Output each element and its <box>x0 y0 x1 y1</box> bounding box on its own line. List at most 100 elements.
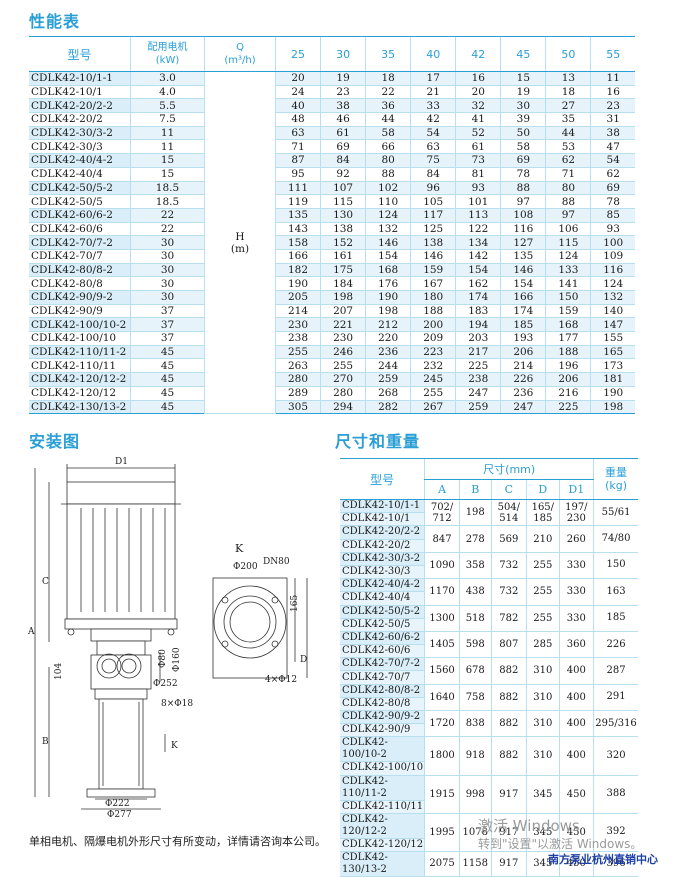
dims-value-d1: 450 <box>558 813 594 852</box>
perf-kw: 45 <box>130 386 205 401</box>
perf-head-value: 259 <box>455 400 501 415</box>
dims-value-d: 310 <box>526 736 560 776</box>
perf-head-value: 245 <box>410 372 456 387</box>
dims-value-b: 1158 <box>458 851 492 877</box>
dims-model: CDLK42-60/6-2 <box>340 631 425 646</box>
perf-head-value: 259 <box>365 372 411 387</box>
perf-head-value: 154 <box>500 276 546 291</box>
perf-head-value: 280 <box>320 386 366 401</box>
perf-head-value: 289 <box>274 386 321 401</box>
perf-head-value: 38 <box>590 126 635 141</box>
dims-model: CDLK42-70/7 <box>340 670 425 685</box>
activation-watermark-text: 转到"设置"以激活 Windows。 <box>478 837 643 851</box>
perf-head-value: 134 <box>455 235 501 250</box>
perf-kw: 30 <box>130 249 205 264</box>
dims-value-a: 1995 <box>424 813 460 852</box>
perf-head-value: 88 <box>545 194 591 209</box>
perf-head-value: 132 <box>590 290 635 305</box>
perf-head-value: 173 <box>590 358 635 374</box>
perf-head-value: 100 <box>590 235 635 250</box>
perf-kw: 11 <box>130 126 205 141</box>
perf-head-value: 16 <box>455 71 501 86</box>
perf-kw: 37 <box>130 304 205 319</box>
perf-head-value: 223 <box>410 345 456 360</box>
perf-head-value: 167 <box>410 276 456 291</box>
dims-model: CDLK42-30/3 <box>340 565 425 580</box>
dims-value-d: 255 <box>526 578 560 606</box>
perf-head-value: 142 <box>455 249 501 264</box>
dims-model: CDLK42-90/9 <box>340 723 425 738</box>
perf-head-value: 246 <box>320 345 366 360</box>
perf-head-value: 236 <box>365 345 411 360</box>
perf-head-value: 87 <box>274 153 321 168</box>
dims-value-d1: 330 <box>558 552 594 580</box>
perf-head-value: 238 <box>455 372 501 387</box>
perf-model: CDLK42-40/4 <box>29 167 131 182</box>
perf-head-value: 115 <box>320 194 366 209</box>
col-model: 型号 <box>29 36 131 72</box>
perf-head-value: 132 <box>365 222 411 237</box>
perf-head-value: 190 <box>274 276 321 291</box>
dim-b-label: B <box>42 737 49 747</box>
perf-head-value: 30 <box>500 98 546 114</box>
dims-row: CDLK42-10/1 <box>340 512 638 527</box>
dims-row: CDLK42-120/12 <box>340 838 638 852</box>
perf-head-value: 198 <box>590 400 635 415</box>
dims-value-a: 1915 <box>424 775 460 814</box>
perf-head-value: 305 <box>274 400 321 415</box>
perf-model: CDLK42-100/10 <box>29 331 131 346</box>
dims-row: CDLK42-70/7 <box>340 670 638 685</box>
dims-col-weight-unit: (kg) <box>605 479 627 492</box>
perf-model: CDLK42-80/8 <box>29 276 131 291</box>
perf-head-value: 268 <box>365 386 411 401</box>
perf-head-value: 23 <box>320 85 366 100</box>
dims-weight: 388 <box>593 775 638 814</box>
perf-head-value: 33 <box>410 98 456 114</box>
perf-head-value: 53 <box>545 139 591 155</box>
perf-head-value: 119 <box>274 194 321 209</box>
dim-holes4-label: 4×Φ12 <box>265 675 297 685</box>
dims-row: CDLK42-100/10 <box>340 761 638 776</box>
perf-head-value: 11 <box>590 71 635 86</box>
perf-head-value: 221 <box>320 317 366 333</box>
perf-kw: 37 <box>130 331 205 346</box>
dims-row: CDLK42-20/2 <box>340 539 638 553</box>
perf-head-value: 81 <box>455 167 501 182</box>
dims-value-b: 278 <box>458 525 492 553</box>
perf-head-value: 124 <box>545 249 591 264</box>
perf-head-value: 168 <box>365 263 411 278</box>
dims-value-d: 345 <box>526 775 560 814</box>
perf-head-value: 166 <box>500 290 546 305</box>
dims-value-b: 438 <box>458 578 492 606</box>
perf-head-value: 143 <box>274 222 321 237</box>
perf-model: CDLK42-30/3 <box>29 139 131 155</box>
dims-value-b: 758 <box>458 684 492 712</box>
perf-head-value: 38 <box>320 98 366 114</box>
perf-head-value: 214 <box>500 358 546 374</box>
perf-head-value: 161 <box>320 249 366 264</box>
perf-head-value: 267 <box>410 400 456 415</box>
perf-head-value: 58 <box>500 139 546 155</box>
perf-head-value: 66 <box>365 139 411 155</box>
dims-value-d1: 197/ 230 <box>558 499 594 527</box>
flow-header: 35 <box>365 36 411 72</box>
perf-kw: 45 <box>130 345 205 360</box>
footnote: 单相电机、隔爆电机外形尺寸有所变动，详情请咨询本公司。 <box>29 835 326 848</box>
perf-head-value: 101 <box>455 194 501 209</box>
dims-col-b: B <box>458 479 492 500</box>
perf-head-value: 54 <box>590 153 635 168</box>
dims-value-d: 285 <box>526 631 560 659</box>
perf-head-value: 280 <box>274 372 321 387</box>
dims-value-b: 1078 <box>458 813 492 852</box>
perf-kw: 15 <box>130 167 205 182</box>
